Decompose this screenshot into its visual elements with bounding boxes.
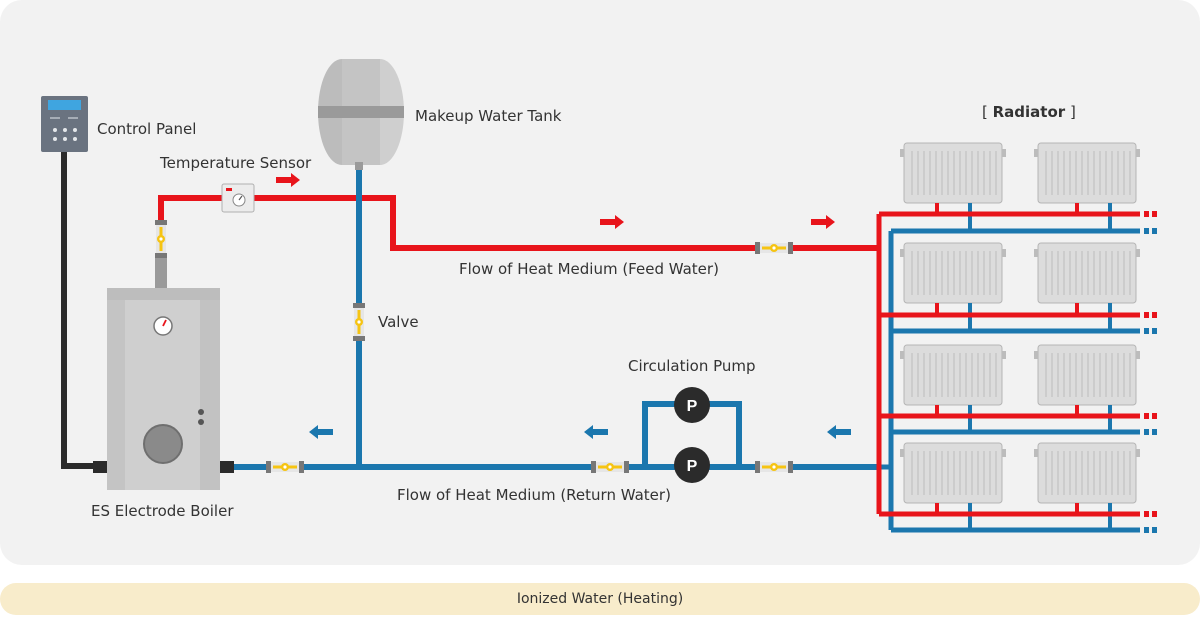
return-flow-arrow — [827, 425, 851, 439]
feed-valve-radiator — [755, 242, 793, 254]
circulation-pump-upper: P — [674, 387, 710, 423]
feed-water-main-pipe — [158, 195, 880, 251]
caption-bar: Ionized Water (Heating) — [0, 583, 1200, 615]
makeup-water-tank — [318, 59, 404, 170]
control-panel — [41, 96, 88, 152]
feed-flow-arrow — [600, 215, 624, 229]
valve-label: Valve — [378, 313, 419, 331]
radiator-unit — [1033, 242, 1141, 304]
control-panel-label: Control Panel — [97, 120, 197, 138]
radiator-return-manifold — [880, 228, 1140, 533]
makeup-valve — [353, 303, 365, 341]
radiator-row-3 — [899, 344, 1141, 406]
radiator-label: [ Radiator ] — [982, 103, 1076, 121]
return-valve-boiler — [266, 461, 304, 473]
radiator-unit — [1033, 142, 1141, 204]
feed-valve-boiler — [155, 220, 167, 258]
radiator-unit — [899, 344, 1007, 406]
return-flow-arrow — [309, 425, 333, 439]
circulation-pump-lower: P — [674, 447, 710, 483]
heating-system-diagram: P P — [41, 59, 1157, 533]
radiator-row-4 — [899, 442, 1141, 504]
feed-flow-arrow — [276, 173, 300, 187]
pump-symbol: P — [687, 398, 698, 415]
radiator-row-1 — [899, 142, 1141, 204]
radiator-feed-manifold — [876, 211, 1140, 517]
control-cable — [61, 152, 97, 469]
radiator-unit — [899, 142, 1007, 204]
pipe-continuation-dots — [1144, 211, 1157, 533]
temperature-sensor — [221, 183, 255, 213]
es-electrode-boiler — [93, 288, 234, 490]
radiator-unit — [899, 242, 1007, 304]
radiator-title: Radiator — [992, 103, 1066, 121]
makeup-water-tank-label: Makeup Water Tank — [415, 107, 562, 125]
radiator-row-2 — [899, 242, 1141, 304]
temperature-sensor-label: Temperature Sensor — [160, 154, 312, 172]
radiator-bracket-close: ] — [1065, 103, 1076, 121]
return-water-label: Flow of Heat Medium (Return Water) — [397, 486, 671, 504]
feed-flow-arrow — [811, 215, 835, 229]
radiator-unit — [1033, 344, 1141, 406]
return-valve-pump-outlet — [755, 461, 793, 473]
return-valve-pump-inlet — [591, 461, 629, 473]
radiator-unit — [899, 442, 1007, 504]
boiler-label: ES Electrode Boiler — [91, 502, 234, 520]
circulation-pump-label: Circulation Pump — [628, 357, 756, 375]
feed-water-label: Flow of Heat Medium (Feed Water) — [459, 260, 719, 278]
return-flow-arrow — [584, 425, 608, 439]
radiator-unit — [1033, 442, 1141, 504]
pump-symbol: P — [687, 458, 698, 475]
radiator-bracket-open: [ — [982, 103, 993, 121]
boiler-outlet-pipe — [155, 255, 167, 290]
